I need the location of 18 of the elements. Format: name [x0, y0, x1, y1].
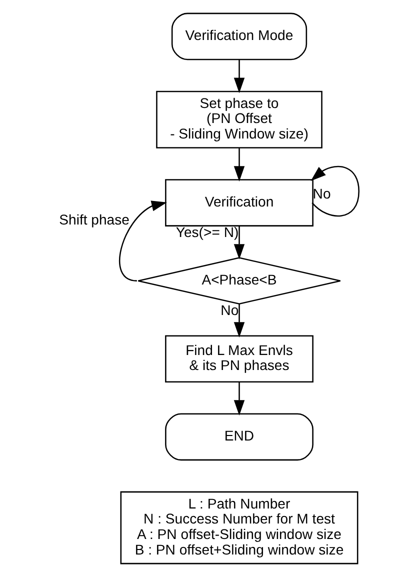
edge-label: Yes(>= N): [175, 224, 238, 240]
node-box: Set phase to (PN Offset - Sliding Window size): [156, 90, 322, 148]
edge-label: No: [220, 302, 238, 318]
node-box: Verification: [164, 179, 313, 226]
arrow: [233, 226, 244, 260]
node-box: L : Path Number N : Success Number for M test A : PN offset-Sliding window size B : PN offset+Sliding window size: [120, 491, 358, 564]
node-diamond: A<Phase<B: [137, 257, 340, 305]
arrow: [233, 382, 244, 416]
arrow: [233, 304, 244, 338]
arrow: [310, 166, 360, 217]
edge-label: Shift phase: [58, 212, 129, 228]
arrow: [118, 200, 166, 282]
arrow: [233, 60, 244, 94]
node-box: Verification Mode: [170, 12, 307, 60]
node-box: END: [164, 413, 313, 461]
edge-label: No: [312, 186, 330, 202]
arrow: [233, 148, 244, 182]
node-box: Find L Max Envls & its PN phases: [164, 335, 313, 383]
